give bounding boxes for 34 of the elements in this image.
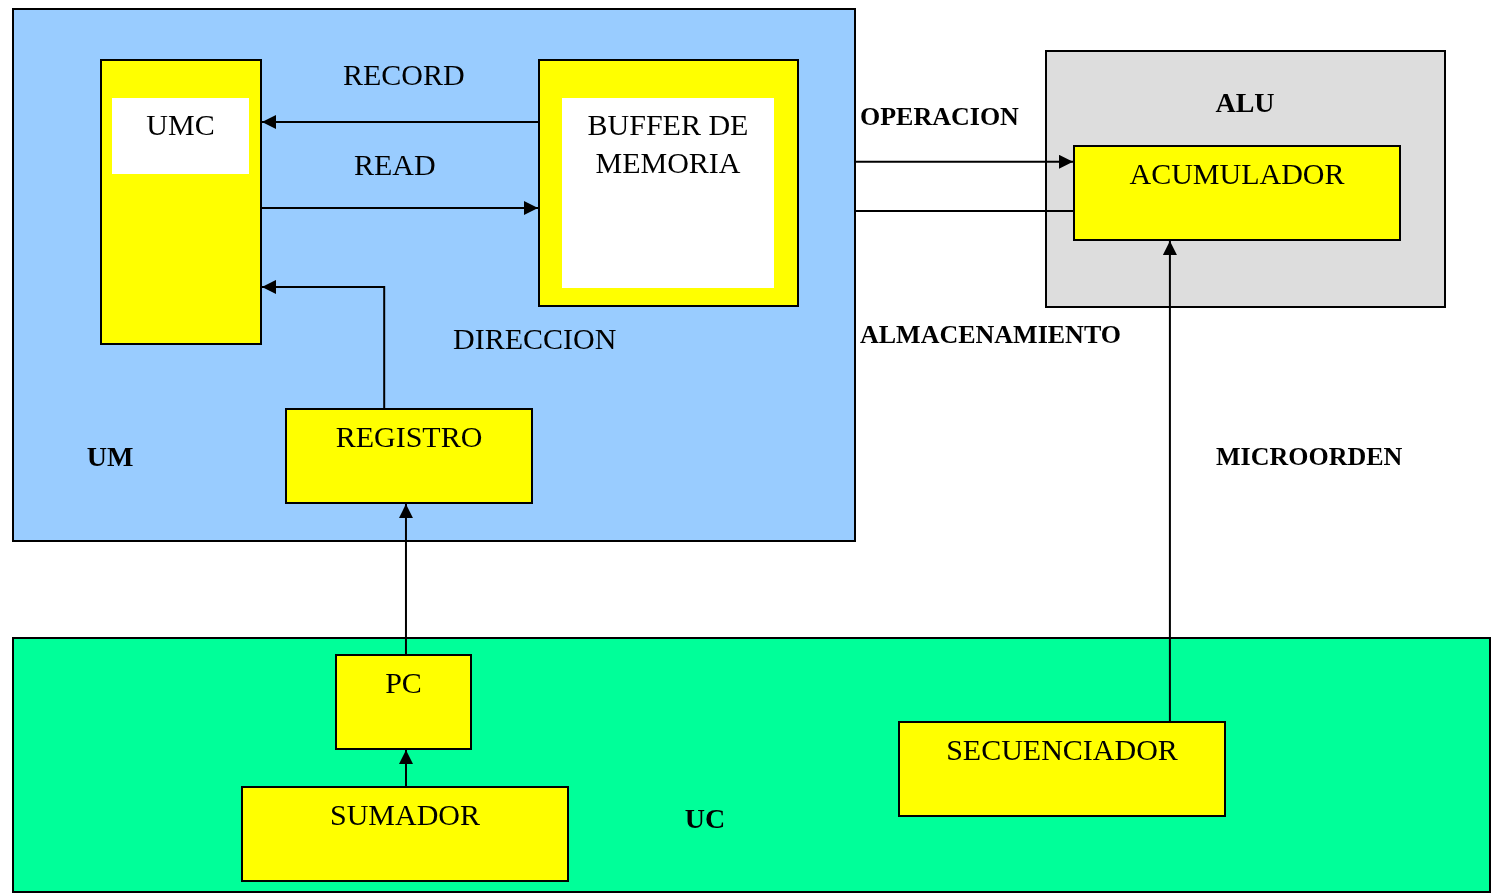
- arrow: [399, 749, 413, 787]
- node-label: ACUMULADOR: [1128, 156, 1346, 192]
- process-box: [285, 408, 533, 504]
- node-label: REGISTRO: [334, 419, 484, 455]
- unit-panel: [12, 8, 856, 542]
- unit-panel: [12, 637, 1491, 893]
- process-box: [335, 654, 472, 750]
- connector-line: [855, 209, 1074, 212]
- group-title: UC: [683, 802, 727, 836]
- process-box: [100, 59, 262, 345]
- node-label: SECUENCIADOR: [945, 732, 1179, 768]
- process-box: [241, 786, 569, 882]
- edge-label: READ: [354, 148, 436, 182]
- arrow: [261, 201, 539, 215]
- edge-label: ALMACENAMIENTO: [860, 319, 1121, 351]
- group-title: ALU: [1214, 86, 1276, 120]
- node-label: BUFFER DE MEMORIA: [562, 98, 774, 288]
- node-label: SUMADOR: [329, 797, 481, 833]
- node-label: UMC: [112, 98, 249, 174]
- group-title: UM: [85, 440, 135, 474]
- arrow: [855, 154, 1074, 169]
- process-box: [538, 59, 799, 307]
- edge-label: RECORD: [343, 58, 465, 92]
- arrow: [398, 503, 413, 655]
- edge-label: DIRECCION: [453, 322, 617, 356]
- node-label: PC: [384, 665, 423, 701]
- unit-panel: [1045, 50, 1446, 308]
- arrow: [261, 279, 386, 409]
- edge-label: MICROORDEN: [1216, 441, 1403, 473]
- arrow: [1162, 240, 1177, 722]
- process-box: [898, 721, 1226, 817]
- edge-label: OPERACION: [860, 101, 1019, 133]
- arrow: [261, 115, 539, 129]
- process-box: [1073, 145, 1401, 241]
